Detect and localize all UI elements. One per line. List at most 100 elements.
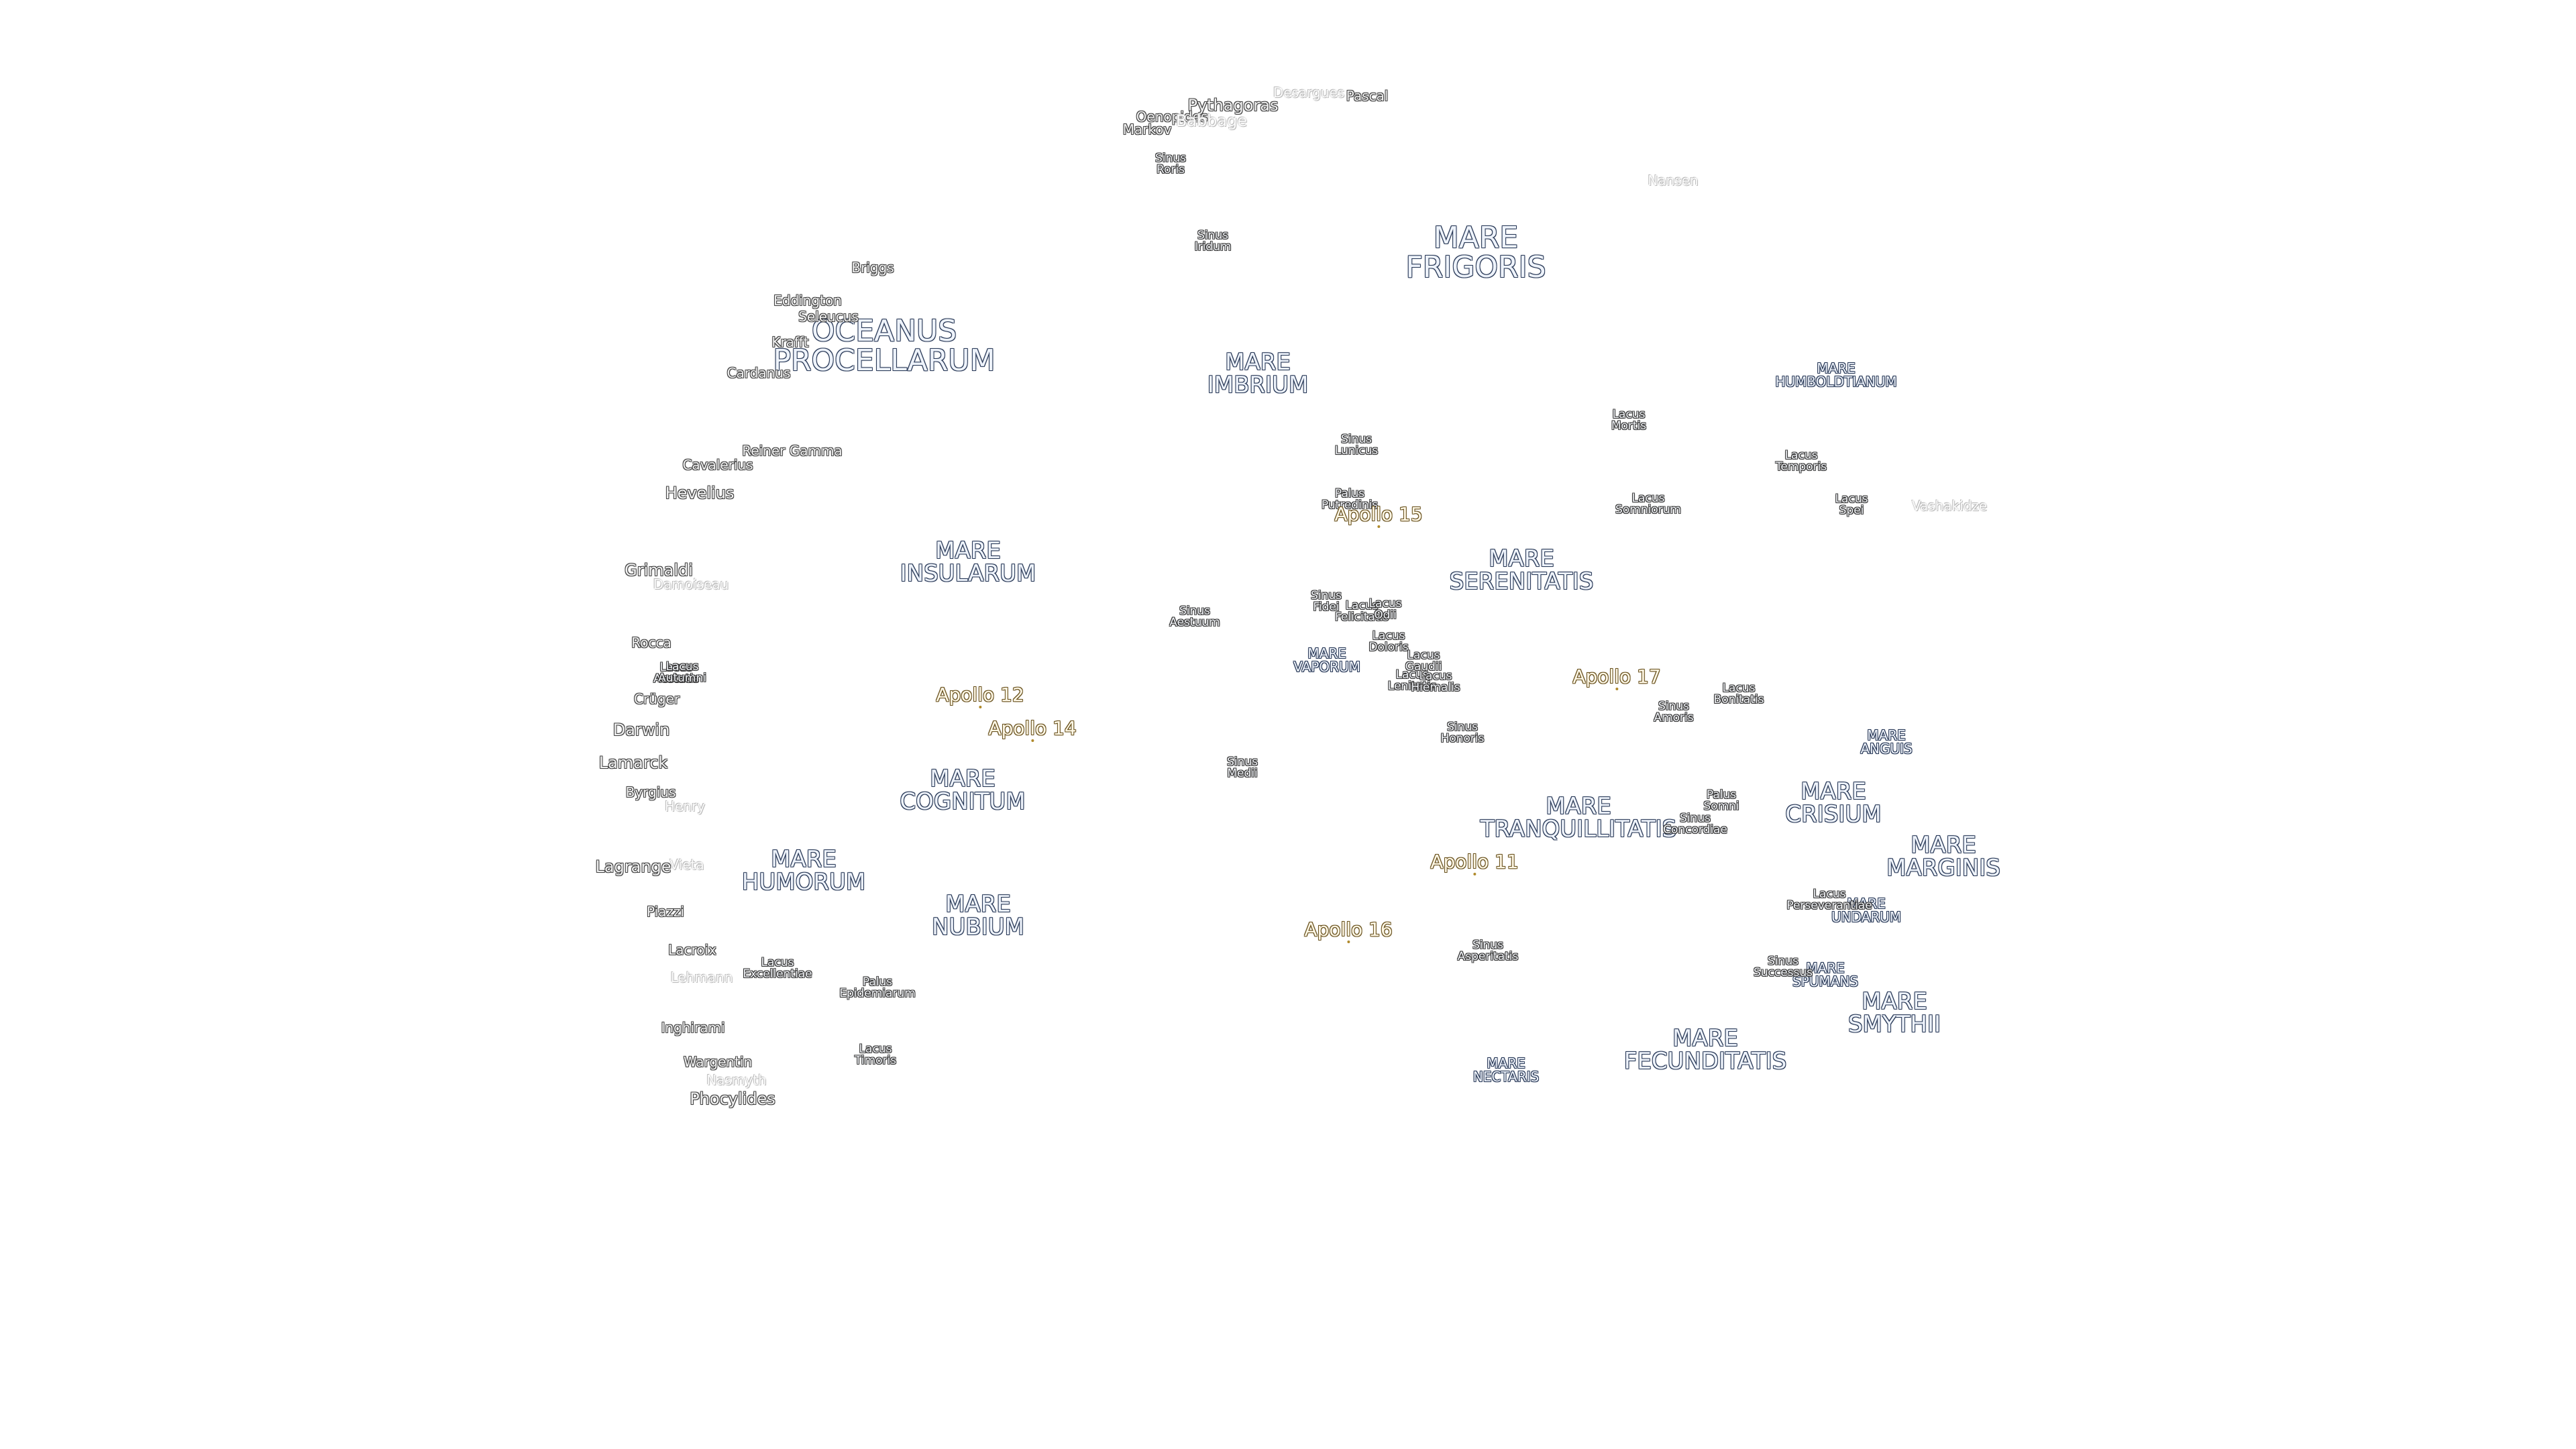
- cardanus-label[interactable]: Cardanus: [727, 366, 791, 380]
- cavalerius-label[interactable]: Cavalerius: [682, 458, 753, 472]
- henry-text: Henry: [664, 798, 706, 814]
- mare-marginis-label[interactable]: MARE MARGINIS: [1886, 834, 2000, 879]
- markov-label[interactable]: Markov: [1123, 123, 1172, 136]
- henry-label[interactable]: Henry: [665, 800, 705, 813]
- lacus-felicitatis-label[interactable]: Lacus Felicitatis: [1335, 600, 1389, 623]
- apollo-17-label[interactable]: Apollo 17: [1572, 667, 1661, 690]
- sinus-successus-label[interactable]: Sinus Successus: [1754, 956, 1813, 979]
- mare-serenitatis-label[interactable]: MARE SERENITATIS: [1450, 547, 1594, 593]
- darwin-text: Darwin: [612, 720, 670, 739]
- sinus-amoris-label[interactable]: Sinus Amoris: [1654, 701, 1693, 724]
- apollo-14-label[interactable]: Apollo 14: [988, 719, 1077, 742]
- damoiseau-label[interactable]: Damoiseau: [653, 578, 729, 591]
- sinus-asperitatis-label[interactable]: Sinus Asperitatis: [1458, 940, 1519, 963]
- mare-vaporum-label[interactable]: MARE VAPORUM: [1293, 647, 1360, 674]
- lacus-aestatis-label[interactable]: Lacus Aestatis: [653, 662, 699, 685]
- apollo-15-text: Apollo 15: [1334, 503, 1423, 525]
- mare-nubium-label[interactable]: MARE NUBIUM: [932, 893, 1024, 938]
- palus-epidemiarum-text: Palus Epidemiarum: [839, 975, 916, 1000]
- lacus-temporis-label[interactable]: Lacus Temporis: [1776, 450, 1827, 473]
- wargentin-label[interactable]: Wargentin: [684, 1055, 752, 1069]
- mare-crisium-label[interactable]: MARE CRISIUM: [1785, 780, 1881, 826]
- oenopides-text: Oenopides: [1136, 109, 1208, 125]
- apollo-15-label[interactable]: Apollo 15: [1334, 503, 1423, 528]
- phocylides-label[interactable]: Phocylides: [690, 1091, 775, 1107]
- nasmyth-text: Nasmyth: [706, 1072, 767, 1088]
- briggs-label[interactable]: Briggs: [851, 261, 894, 274]
- sinus-fidei-label[interactable]: Sinus Fidei: [1311, 590, 1342, 613]
- lacus-lenitatis-text: Lacus Lenitatis: [1387, 668, 1437, 693]
- apollo-16-label[interactable]: Apollo 16: [1304, 920, 1393, 943]
- grimaldi-label[interactable]: Grimaldi: [625, 562, 693, 578]
- lacus-mortis-label[interactable]: Lacus Mortis: [1611, 409, 1646, 432]
- apollo-11-marker-icon: [1473, 873, 1476, 875]
- mare-smythii-text: MARE SMYTHII: [1847, 988, 1941, 1038]
- sinus-iridum-label[interactable]: Sinus Iridum: [1195, 230, 1232, 253]
- lacroix-label[interactable]: Lacroix: [668, 943, 716, 957]
- lacus-lenitatis-label[interactable]: Lacus Lenitatis: [1388, 669, 1436, 692]
- lamarck-label[interactable]: Lamarck: [599, 755, 668, 771]
- lacus-odii-label[interactable]: Lacus Odii: [1369, 598, 1402, 621]
- inghirami-label[interactable]: Inghirami: [661, 1021, 724, 1034]
- babbage-label[interactable]: Babbage: [1176, 113, 1247, 129]
- sinus-honoris-label[interactable]: Sinus Honoris: [1441, 722, 1485, 745]
- palus-somni-label[interactable]: Palus Somni: [1703, 790, 1739, 812]
- sinus-aestuum-label[interactable]: Sinus Aestuum: [1169, 606, 1220, 629]
- lacus-bonitatis-text: Lacus Bonitatis: [1713, 682, 1764, 706]
- mare-frigoris-label[interactable]: MARE FRIGORIS: [1405, 223, 1546, 282]
- lacus-excellentiae-label[interactable]: Lacus Excellentiae: [743, 957, 812, 980]
- lacus-hiemalis-label[interactable]: Lacus Hiemalis: [1411, 671, 1460, 694]
- apollo-11-label[interactable]: Apollo 11: [1430, 853, 1519, 875]
- nansen-label[interactable]: Nansen: [1648, 174, 1698, 187]
- oceanus-procellarum-label[interactable]: OCEANUS PROCELLARUM: [773, 317, 995, 376]
- mare-smythii-label[interactable]: MARE SMYTHII: [1848, 990, 1941, 1036]
- lacus-doloris-label[interactable]: Lacus Doloris: [1368, 631, 1408, 653]
- piazzi-label[interactable]: Piazzi: [647, 905, 684, 918]
- rocca-label[interactable]: Rocca: [631, 636, 671, 649]
- seleucus-label[interactable]: Seleucus: [798, 310, 859, 323]
- sinus-medii-label[interactable]: Sinus Medii: [1227, 757, 1258, 780]
- byrgius-label[interactable]: Byrgius: [626, 786, 676, 799]
- apollo-12-label[interactable]: Apollo 12: [936, 686, 1024, 708]
- pythagoras-label[interactable]: Pythagoras: [1188, 97, 1279, 113]
- byrgius-text: Byrgius: [625, 784, 676, 800]
- oenopides-label[interactable]: Oenopides: [1136, 110, 1208, 123]
- pascal-label[interactable]: Pascal: [1346, 89, 1389, 103]
- lacus-perseverantiae-label[interactable]: Lacus Perseverantiae: [1786, 889, 1872, 912]
- lacus-bonitatis-label[interactable]: Lacus Bonitatis: [1714, 683, 1764, 706]
- palus-putredinis-label[interactable]: Palus Putredinis: [1322, 488, 1378, 511]
- mare-nectaris-label[interactable]: MARE NECTARIS: [1473, 1057, 1539, 1083]
- mare-cognitum-label[interactable]: MARE COGNITUM: [900, 767, 1025, 813]
- lacus-timoris-label[interactable]: Lacus Timoris: [855, 1044, 896, 1067]
- palus-epidemiarum-label[interactable]: Palus Epidemiarum: [839, 977, 916, 1000]
- cruger-label[interactable]: Crüger: [634, 692, 680, 706]
- cavalerius-text: Cavalerius: [682, 457, 753, 473]
- eddington-label[interactable]: Eddington: [773, 294, 842, 307]
- mare-tranquillitatis-label[interactable]: MARE TRANQUILLITATIS: [1481, 795, 1676, 841]
- lacus-spei-label[interactable]: Lacus Spei: [1835, 494, 1868, 517]
- sinus-lunicus-label[interactable]: Sinus Lunicus: [1335, 434, 1378, 457]
- darwin-label[interactable]: Darwin: [613, 722, 670, 738]
- lacus-somniorum-label[interactable]: Lacus Somniorum: [1615, 493, 1681, 516]
- mare-spumans-label[interactable]: MARE SPUMANS: [1792, 961, 1858, 988]
- sinus-roris-label[interactable]: Sinus Roris: [1155, 153, 1186, 176]
- mare-humboldtianum-label[interactable]: MARE HUMBOLDTIANUM: [1775, 362, 1896, 388]
- lacus-gaudii-label[interactable]: Lacus Gaudii: [1405, 650, 1442, 673]
- sinus-concordiae-label[interactable]: Sinus Concordiae: [1663, 813, 1727, 836]
- mare-insularum-label[interactable]: MARE INSULARUM: [900, 539, 1036, 585]
- mare-imbrium-label[interactable]: MARE IMBRIUM: [1208, 351, 1309, 396]
- krafft-label[interactable]: Krafft: [771, 335, 808, 349]
- lehmann-label[interactable]: Lehmann: [671, 971, 733, 984]
- mare-anguis-label[interactable]: MARE ANGUIS: [1860, 729, 1912, 755]
- mare-undarum-label[interactable]: MARE UNDARUM: [1831, 897, 1901, 924]
- hevelius-label[interactable]: Hevelius: [665, 485, 735, 501]
- vieta-label[interactable]: Vieta: [669, 858, 704, 871]
- nasmyth-label[interactable]: Nasmyth: [706, 1073, 766, 1087]
- vashakidze-label[interactable]: Vashakidze: [1912, 499, 1987, 513]
- reiner-gamma-label[interactable]: Reiner Gamma: [742, 444, 842, 458]
- desargues-label[interactable]: Desargues: [1273, 86, 1344, 99]
- lacus-autumni-label[interactable]: Lacus Autumni: [658, 661, 706, 684]
- mare-humorum-label[interactable]: MARE HUMORUM: [742, 848, 865, 894]
- mare-fecunditatis-label[interactable]: MARE FECUNDITATIS: [1624, 1027, 1786, 1073]
- lagrange-label[interactable]: Lagrange: [595, 859, 671, 875]
